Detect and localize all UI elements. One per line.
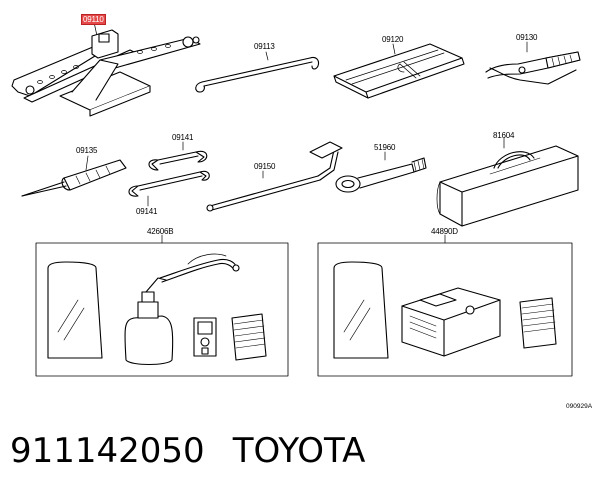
tool-bag (334, 44, 464, 98)
wrench-lower (129, 171, 209, 206)
wrench-upper (149, 142, 207, 170)
label-jack-handle: 09113 (254, 42, 275, 51)
brand-name: TOYOTA (232, 431, 366, 471)
label-screwdriver: 09135 (76, 146, 98, 155)
label-wrench-lower: 09141 (136, 207, 158, 216)
caption: 911142050 TOYOTA (10, 432, 365, 470)
label-wrench-upper: 09141 (172, 133, 194, 142)
screwdriver (22, 156, 126, 196)
scissor-jack (12, 22, 200, 116)
part-number: 911142050 (10, 431, 205, 471)
diagram-code: 090929A (566, 403, 593, 410)
label-pliers: 09130 (516, 33, 538, 42)
repair-kit-left (36, 235, 288, 376)
pliers (486, 42, 580, 84)
label-kit-right: 44890D (431, 227, 458, 236)
label-kit-left: 42606B (147, 227, 174, 236)
label-crank: 09150 (254, 162, 276, 171)
label-jack: 09110 (81, 14, 106, 25)
jack-handle (196, 52, 319, 92)
crank-bar (207, 142, 342, 211)
label-tool-bag: 09120 (382, 35, 404, 44)
tool-case (437, 138, 578, 226)
repair-kit-right (318, 235, 572, 376)
label-towing-hook: 51960 (374, 143, 396, 152)
label-tool-case: 81604 (493, 131, 515, 140)
parts-diagram: 09110 09113 09120 09130 09135 09141 0914… (0, 14, 593, 410)
towing-hook (336, 152, 426, 192)
